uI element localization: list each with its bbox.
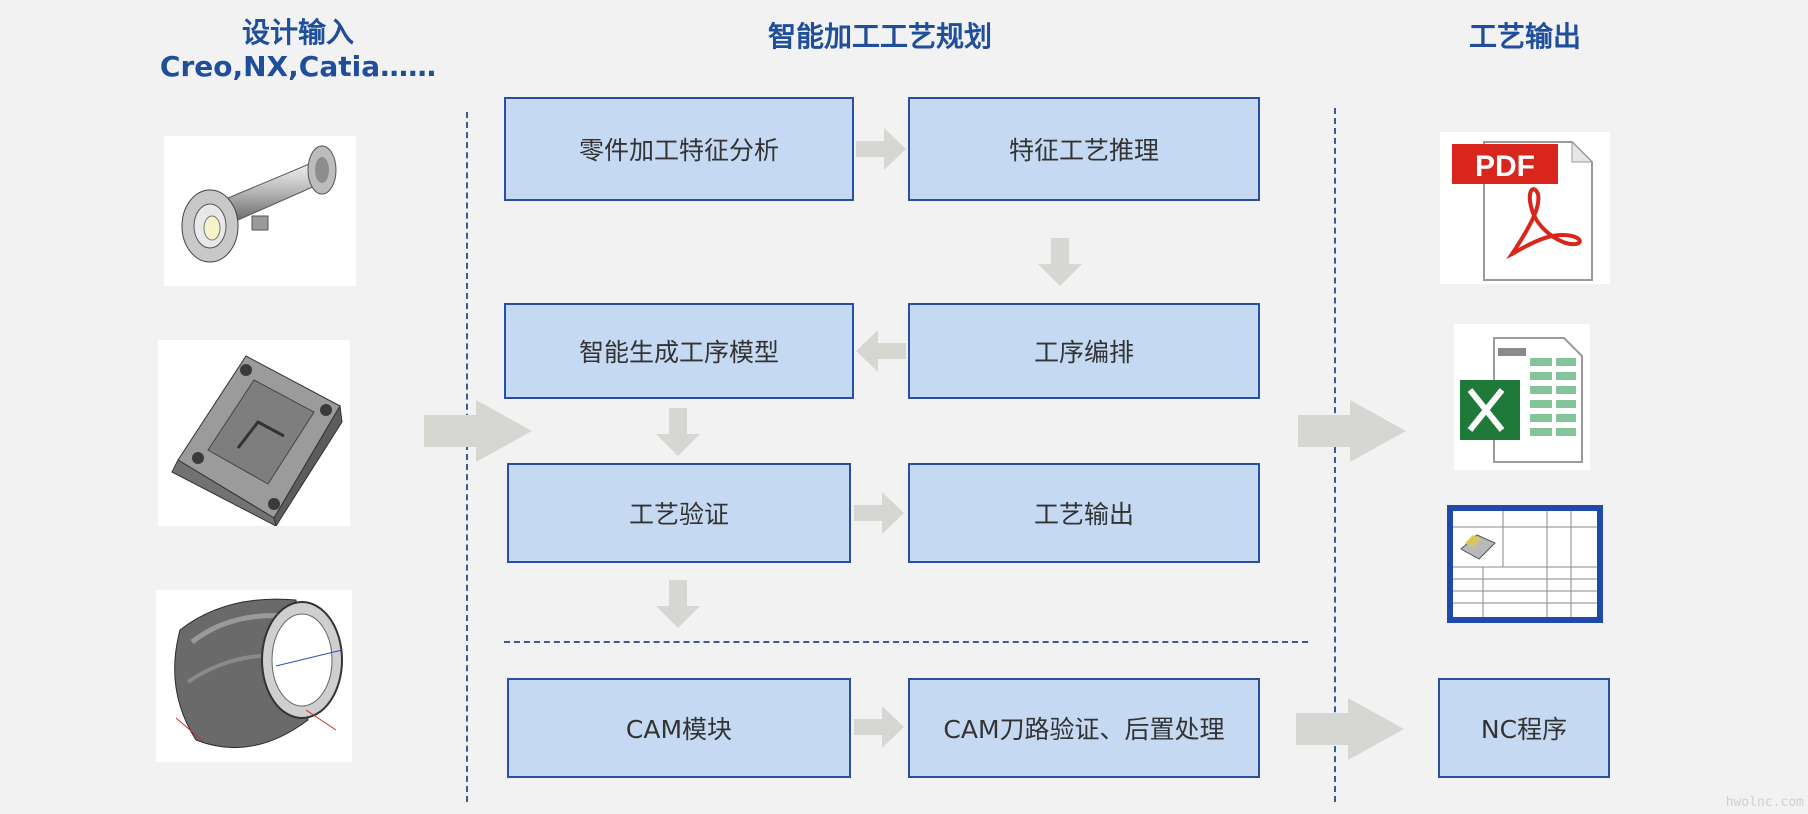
input-to-planning-arrow-icon xyxy=(424,400,532,462)
arrow-right-icon xyxy=(854,706,904,748)
cam-toolpath-box: CAM刀路验证、后置处理 xyxy=(908,678,1260,778)
left-divider xyxy=(466,112,468,802)
planning-title: 智能加工工艺规划 xyxy=(767,20,992,53)
right-divider xyxy=(1334,108,1336,802)
arrow-left-icon xyxy=(856,330,906,372)
nc-program-box: NC程序 xyxy=(1438,678,1610,778)
cam-to-nc-arrow-icon xyxy=(1296,698,1404,760)
feature-analysis-box: 零件加工特征分析 xyxy=(504,97,854,201)
process-model-box: 智能生成工序模型 xyxy=(504,303,854,399)
arrow-right-icon xyxy=(856,128,906,170)
excel-spreadsheet-icon xyxy=(1454,324,1590,470)
arrow-right-icon xyxy=(854,492,904,534)
pdf-label: PDF xyxy=(1475,150,1535,183)
verification-box: 工艺验证 xyxy=(507,463,851,563)
sequencing-box: 工序编排 xyxy=(908,303,1260,399)
planning-to-output-arrow-icon xyxy=(1298,400,1406,462)
watermark: hwolnc.com xyxy=(1725,795,1804,810)
process-card-icon xyxy=(1447,505,1603,623)
pipe-part-image xyxy=(164,136,356,286)
cam-divider xyxy=(504,641,1308,643)
arrow-down-icon xyxy=(656,580,700,628)
process-output-box: 工艺输出 xyxy=(908,463,1260,563)
input-title: 设计输入 xyxy=(241,16,354,49)
pdf-document-icon: PDF xyxy=(1440,132,1610,284)
casing-part-image xyxy=(156,590,352,762)
cam-module-box: CAM模块 xyxy=(507,678,851,778)
feature-reasoning-box: 特征工艺推理 xyxy=(908,97,1260,201)
mold-plate-image xyxy=(158,340,350,528)
arrow-down-icon xyxy=(1038,238,1082,286)
arrow-down-icon xyxy=(656,408,700,456)
input-subtitle: Creo,NX,Catia…… xyxy=(159,50,437,83)
output-title: 工艺输出 xyxy=(1468,20,1581,53)
